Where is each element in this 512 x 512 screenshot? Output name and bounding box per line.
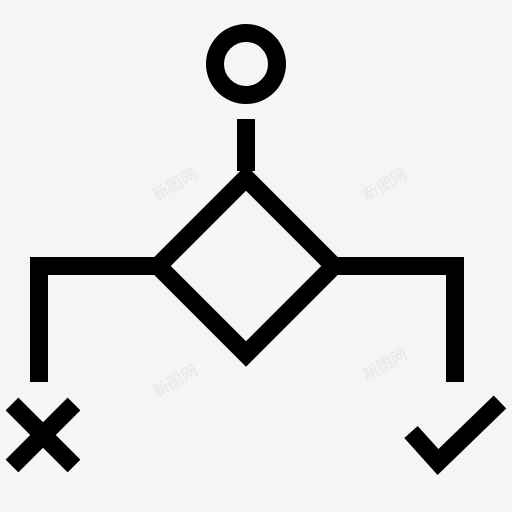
watermark-text: 新图网 [359,344,410,384]
watermark-text: 新图网 [359,164,410,204]
right-branch-connector [334,257,464,382]
watermark-text: 新图网 [149,164,200,204]
watermark-text: 新图网 [150,361,201,401]
no-outcome-x-icon [5,397,81,473]
start-node-circle [206,24,286,104]
decision-diamond [145,165,347,367]
yes-outcome-check-icon [404,395,507,475]
left-branch-connector [30,257,158,382]
